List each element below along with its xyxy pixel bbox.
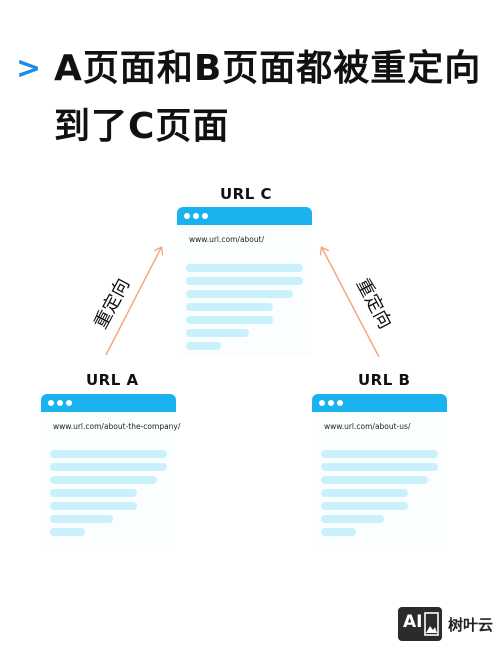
content-placeholder-line: [186, 316, 273, 324]
title-text: A页面和B页面都被重定向到了C页面: [54, 48, 482, 147]
window-dot-icon: [202, 213, 208, 219]
window-dot-icon: [337, 400, 343, 406]
content-placeholder-line: [50, 502, 137, 510]
content-placeholder-line: [321, 450, 438, 458]
url-b-label: URL B: [358, 371, 411, 389]
address-bar-url: www.url.com/about/: [189, 235, 265, 244]
content-placeholder-line: [50, 463, 167, 471]
content-placeholder-line: [321, 489, 408, 497]
address-bar-url: www.url.com/about-the-company/: [53, 422, 181, 431]
window-dot-icon: [319, 400, 325, 406]
content-placeholder-line: [50, 450, 167, 458]
brand-logo-text: AI: [403, 612, 423, 632]
content-placeholder-line: [186, 264, 303, 272]
content-placeholder-line: [321, 515, 384, 523]
content-placeholder-line: [50, 528, 85, 536]
content-placeholder-line: [321, 476, 428, 484]
window-dot-icon: [184, 213, 190, 219]
content-placeholder-line: [50, 476, 157, 484]
url-a-label: URL A: [86, 371, 139, 389]
address-bar-url: www.url.com/about-us/: [324, 422, 411, 431]
content-placeholder-line: [186, 290, 293, 298]
url-c-label: URL C: [220, 185, 273, 203]
window-dot-icon: [193, 213, 199, 219]
redirect-arrow-b-to-c: [322, 248, 380, 358]
brand-logo-icon: AI: [398, 607, 442, 641]
content-placeholder-line: [186, 303, 273, 311]
browser-window-c: www.url.com/about/: [177, 207, 312, 357]
content-placeholder-line: [321, 528, 356, 536]
browser-window-a: www.url.com/about-the-company/: [41, 394, 180, 550]
browser-title-bar: [177, 207, 312, 225]
redirect-arrow-a-to-c: [105, 248, 161, 356]
chevron-right-icon: >: [16, 51, 42, 86]
browser-title-bar: [41, 394, 176, 412]
browser-window-b: www.url.com/about-us/: [312, 394, 447, 550]
browser-title-bar: [312, 394, 447, 412]
window-dot-icon: [328, 400, 334, 406]
content-placeholder-line: [50, 489, 137, 497]
content-placeholder-line: [186, 277, 303, 285]
content-placeholder-line: [321, 502, 408, 510]
image-landscape-icon: [424, 612, 439, 636]
content-placeholder-line: [50, 515, 113, 523]
brand-name: 树叶云: [448, 616, 494, 634]
window-dot-icon: [48, 400, 54, 406]
content-placeholder-line: [186, 329, 249, 337]
content-placeholder-line: [186, 342, 221, 350]
window-dot-icon: [66, 400, 72, 406]
content-placeholder-line: [321, 463, 438, 471]
window-dot-icon: [57, 400, 63, 406]
